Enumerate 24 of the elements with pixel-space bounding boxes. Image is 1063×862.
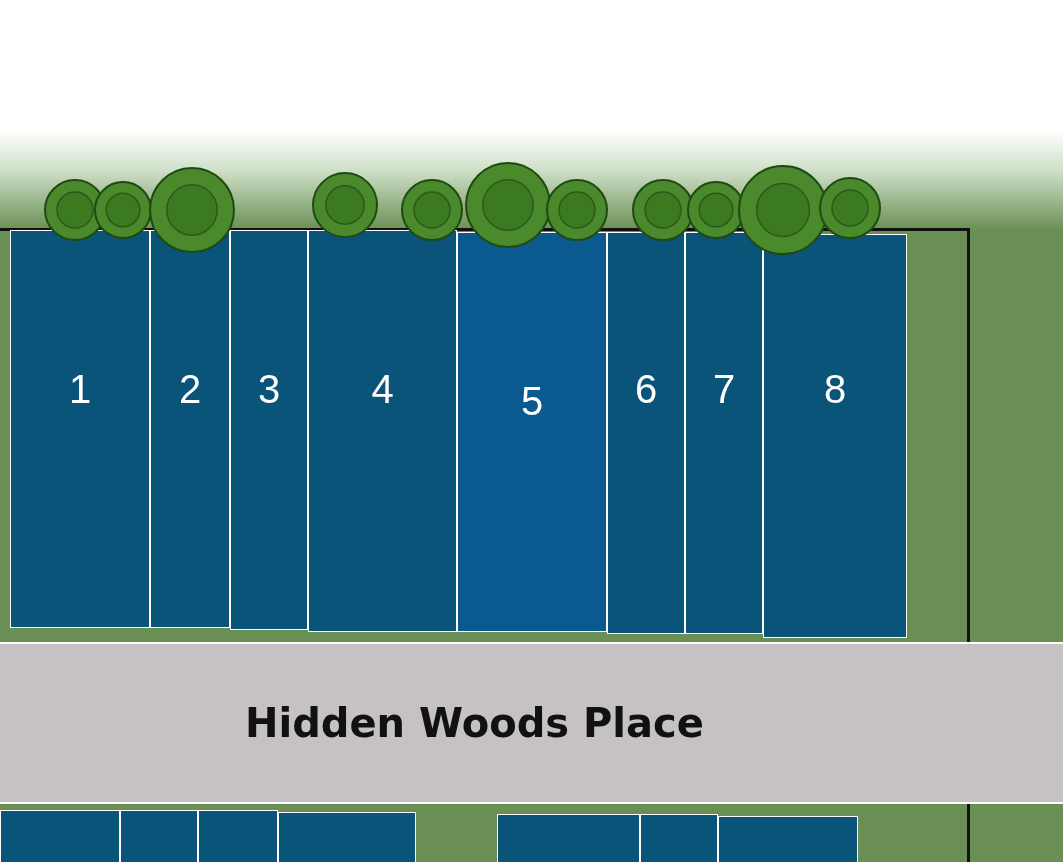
lot-parcel bbox=[607, 232, 685, 634]
lot-number: 3 bbox=[257, 367, 281, 412]
lot-parcel bbox=[497, 814, 640, 862]
lot-number: 4 bbox=[371, 367, 394, 412]
street-name: Hidden Woods Place bbox=[245, 700, 704, 746]
lot-number: 8 bbox=[823, 367, 847, 412]
lot-parcel bbox=[278, 812, 416, 862]
lot-number: 6 bbox=[634, 367, 658, 412]
lot-parcel bbox=[230, 230, 308, 630]
lot-number: 1 bbox=[68, 367, 92, 412]
lot-parcel bbox=[457, 232, 607, 632]
lot-parcel bbox=[10, 230, 150, 628]
lot-parcel bbox=[308, 230, 457, 632]
lot-parcel bbox=[763, 234, 907, 638]
lot-number: 5 bbox=[520, 379, 544, 424]
lot-parcel bbox=[120, 810, 198, 862]
lot-parcel bbox=[198, 810, 278, 862]
lot-parcel bbox=[150, 230, 230, 628]
lot-number: 7 bbox=[712, 367, 736, 412]
lot-parcel bbox=[640, 814, 718, 862]
lot-parcel bbox=[0, 810, 120, 862]
lot-number: 2 bbox=[178, 367, 202, 412]
lot-parcel bbox=[685, 232, 763, 634]
lot-parcel bbox=[718, 816, 858, 862]
